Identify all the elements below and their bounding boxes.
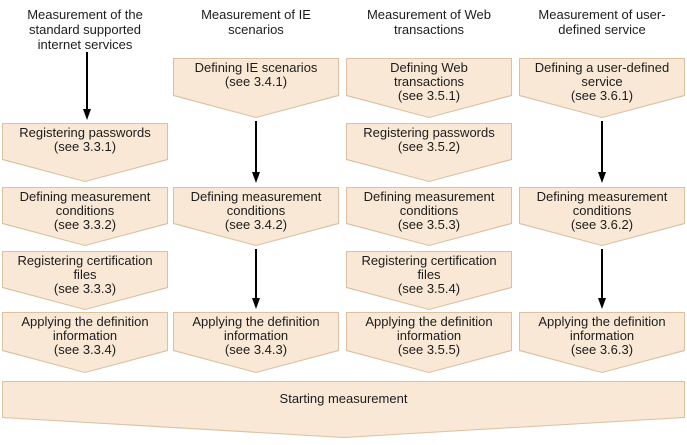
step-label: Defining measurement conditions (see 3.5… <box>363 189 495 232</box>
arrow-col1-header-to-3-3-1 <box>82 52 92 120</box>
step-3-5-5: Applying the definition information (see… <box>346 312 512 373</box>
header-ie-scenarios: Measurement of IE scenarios <box>201 7 311 37</box>
arrow-3-6-2-to-3-6-3 <box>597 249 607 309</box>
arrow-3-4-2-to-3-4-3 <box>251 249 261 309</box>
step-3-6-1: Defining a user-defined service (see 3.6… <box>519 58 685 118</box>
arrow-3-4-1-to-3-4-2 <box>251 121 261 183</box>
step-3-4-2: Defining measurement conditions (see 3.4… <box>173 187 339 246</box>
step-3-6-2: Defining measurement conditions (see 3.6… <box>519 187 685 246</box>
step-label: Defining measurement conditions (see 3.4… <box>190 189 322 232</box>
step-3-3-1: Registering passwords (see 3.3.1) <box>2 123 168 182</box>
arrow-line <box>601 249 603 299</box>
step-3-5-2: Registering passwords (see 3.5.2) <box>346 123 512 182</box>
step-starting-measurement: Starting measurement <box>2 381 685 438</box>
header-web-transactions: Measurement of Web transactions <box>366 7 492 37</box>
header-user-defined-service: Measurement of user- defined service <box>538 7 666 37</box>
arrow-line <box>255 121 257 173</box>
arrow-head-icon <box>251 172 260 183</box>
arrow-head-icon <box>597 172 606 183</box>
arrow-head-icon <box>597 298 606 309</box>
step-label: Defining measurement conditions (see 3.6… <box>536 189 668 232</box>
step-3-4-3: Applying the definition information (see… <box>173 312 339 373</box>
arrow-line <box>86 52 88 110</box>
step-3-5-1: Defining Web transactions (see 3.5.1) <box>346 58 512 118</box>
step-3-3-4: Applying the definition information (see… <box>2 312 168 373</box>
arrow-line <box>255 249 257 299</box>
step-3-3-3: Registering certification files (see 3.3… <box>2 251 168 310</box>
step-label: Registering passwords (see 3.3.1) <box>19 125 151 154</box>
step-label: Applying the definition information (see… <box>365 314 493 357</box>
step-3-3-2: Defining measurement conditions (see 3.3… <box>2 187 168 246</box>
step-label: Registering passwords (see 3.5.2) <box>363 125 495 154</box>
step-label: Applying the definition information (see… <box>21 314 149 357</box>
step-label: Defining Web transactions (see 3.5.1) <box>390 60 468 103</box>
step-label: Registering certification files (see 3.3… <box>17 253 153 296</box>
step-3-5-3: Defining measurement conditions (see 3.5… <box>346 187 512 246</box>
arrow-3-6-1-to-3-6-2 <box>597 121 607 183</box>
step-label: Defining IE scenarios (see 3.4.1) <box>194 60 318 89</box>
header-standard-services: Measurement of the standard supported in… <box>27 7 143 52</box>
arrow-line <box>601 121 603 173</box>
step-label: Defining measurement conditions (see 3.3… <box>19 189 151 232</box>
step-label: Applying the definition information (see… <box>192 314 320 357</box>
step-label: Defining a user-defined service (see 3.6… <box>534 60 670 103</box>
step-label: Starting measurement <box>279 391 408 406</box>
arrow-head-icon <box>251 298 260 309</box>
step-3-5-4: Registering certification files (see 3.5… <box>346 251 512 310</box>
step-3-4-1: Defining IE scenarios (see 3.4.1) <box>173 58 339 118</box>
step-3-6-3: Applying the definition information (see… <box>519 312 685 373</box>
step-label: Registering certification files (see 3.5… <box>361 253 497 296</box>
arrow-head-icon <box>82 109 91 120</box>
step-label: Applying the definition information (see… <box>538 314 666 357</box>
